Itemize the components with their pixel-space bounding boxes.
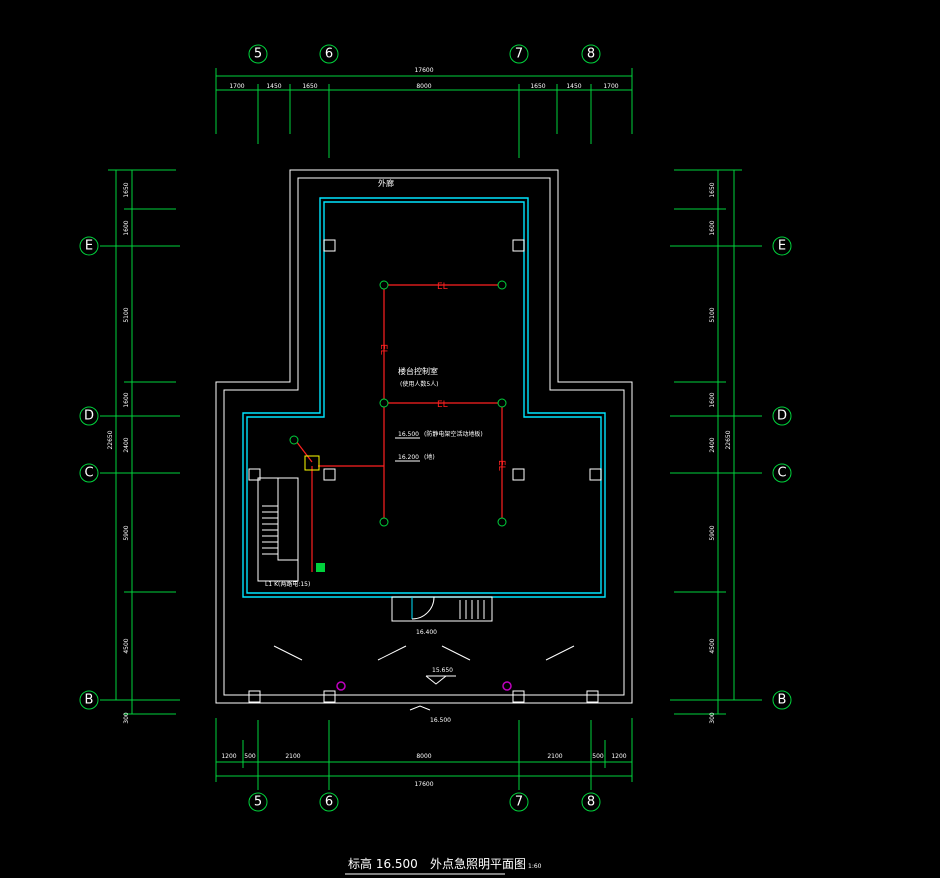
left-seg-1: 1650	[123, 182, 130, 197]
wire-label-el-right: EL	[496, 460, 506, 471]
left-seg-2: 1600	[123, 220, 130, 235]
level-1-note: (防静电架空活动地板)	[424, 430, 483, 438]
entry-door	[391, 596, 493, 622]
grid-col-6-bottom: 6	[325, 795, 333, 810]
left-seg-6: 5900	[123, 525, 130, 540]
wire-label-el-left: EL	[378, 344, 388, 355]
grid-col-5-bottom: 5	[254, 795, 262, 810]
grid-row-D-left: D	[84, 409, 94, 424]
bottom-total-dim: 17600	[414, 781, 433, 788]
stairwell	[257, 477, 299, 582]
wall-light-icon	[502, 681, 512, 691]
top-grid-bubbles: 5 6 7 8	[248, 44, 601, 64]
left-seg-5: 2400	[123, 437, 130, 452]
right-seg-6: 5900	[709, 525, 716, 540]
distribution-box-icon	[304, 455, 320, 471]
right-seg-1: 1650	[709, 182, 716, 197]
right-dimension: 1650 1600 5100 1600 2400 5900 4500 300 2…	[670, 169, 762, 724]
title-sub: 外点急照明平面图	[430, 856, 526, 871]
wall-light-icon	[336, 681, 346, 691]
columns	[248, 239, 602, 703]
top-total-dim: 17600	[414, 67, 433, 74]
bottom-dimension: 1200 500 2100 8000 2100 500 1200 17600	[215, 718, 633, 790]
top-seg-1: 1700	[229, 83, 244, 90]
right-grid-bubbles: E D C B	[772, 236, 792, 710]
grid-row-B-right: B	[778, 693, 787, 708]
level-1: 16.500	[398, 431, 419, 438]
room-note: (使用人数5人)	[400, 380, 439, 388]
left-seg-7: 4500	[123, 638, 130, 653]
top-seg-3: 1650	[302, 83, 317, 90]
wire-label-el-mid: EL	[437, 400, 448, 410]
grid-row-B-left: B	[85, 693, 94, 708]
outdoor-fixtures	[336, 681, 512, 691]
stair-note: L1 K(两路电:15)	[265, 580, 310, 588]
left-dimension: 1650 1600 5100 1600 2400 5900 4500 300 2…	[100, 169, 180, 724]
drawing-title: 标高 16.500 外点急照明平面图 1:60	[345, 856, 542, 875]
left-total-dim: 22650	[107, 430, 114, 449]
bottom-seg-2: 500	[244, 753, 256, 760]
bottom-grid-bubbles: 5 6 7 8	[248, 792, 601, 812]
right-seg-7: 4500	[709, 638, 716, 653]
outer-corridor-label: 外廊	[378, 178, 394, 188]
bottom-seg-4: 8000	[416, 753, 431, 760]
grid-col-8-top: 8	[587, 47, 595, 62]
inner-room-walls	[242, 197, 606, 598]
grid-row-E-right: E	[778, 239, 786, 254]
right-seg-5: 2400	[709, 437, 716, 452]
wire-label-el-top: EL	[437, 282, 448, 292]
emergency-light-nodes	[289, 280, 507, 572]
left-seg-3: 5100	[123, 307, 130, 322]
exit-sign-icon	[316, 563, 325, 572]
right-seg-3: 5100	[709, 307, 716, 322]
level-2-note: (地)	[424, 453, 435, 461]
roof-slope-arrows	[273, 645, 575, 711]
top-seg-6: 1450	[566, 83, 581, 90]
title-main: 标高 16.500	[348, 856, 418, 871]
bottom-seg-3: 2100	[285, 753, 300, 760]
grid-col-7-top: 7	[515, 47, 523, 62]
left-seg-8: 300	[123, 712, 130, 724]
top-seg-5: 1650	[530, 83, 545, 90]
right-seg-8: 300	[709, 712, 716, 724]
outer-wall	[215, 169, 633, 704]
top-seg-2: 1450	[266, 83, 281, 90]
right-seg-2: 1600	[709, 220, 716, 235]
grid-col-5-top: 5	[254, 47, 262, 62]
slope-level: 15.650	[432, 667, 453, 674]
bottom-seg-5: 2100	[547, 753, 562, 760]
grid-row-C-left: C	[84, 466, 93, 481]
grid-row-D-right: D	[777, 409, 787, 424]
bottom-seg-7: 1200	[611, 753, 626, 760]
left-grid-bubbles: E D C B	[79, 236, 99, 710]
right-total-dim: 22650	[725, 430, 732, 449]
grid-row-C-right: C	[777, 466, 786, 481]
grid-col-6-top: 6	[325, 47, 333, 62]
emergency-wiring	[295, 284, 503, 572]
grid-col-8-bottom: 8	[587, 795, 595, 810]
bottom-seg-1: 1200	[221, 753, 236, 760]
room-name: 楼台控制室	[398, 366, 438, 376]
left-seg-4: 1600	[123, 392, 130, 407]
top-seg-4: 8000	[416, 83, 431, 90]
title-scale: 1:60	[528, 863, 542, 870]
top-dimension: 17600 1700 1450 1650 8000 1650 1450 1700	[215, 67, 633, 158]
grid-col-7-bottom: 7	[515, 795, 523, 810]
level-2: 16.200	[398, 454, 419, 461]
bottom-level: 16.500	[430, 717, 451, 724]
door-level: 16.400	[416, 629, 437, 636]
right-seg-4: 1600	[709, 392, 716, 407]
bottom-seg-6: 500	[592, 753, 604, 760]
grid-row-E-left: E	[85, 239, 93, 254]
top-seg-7: 1700	[603, 83, 618, 90]
